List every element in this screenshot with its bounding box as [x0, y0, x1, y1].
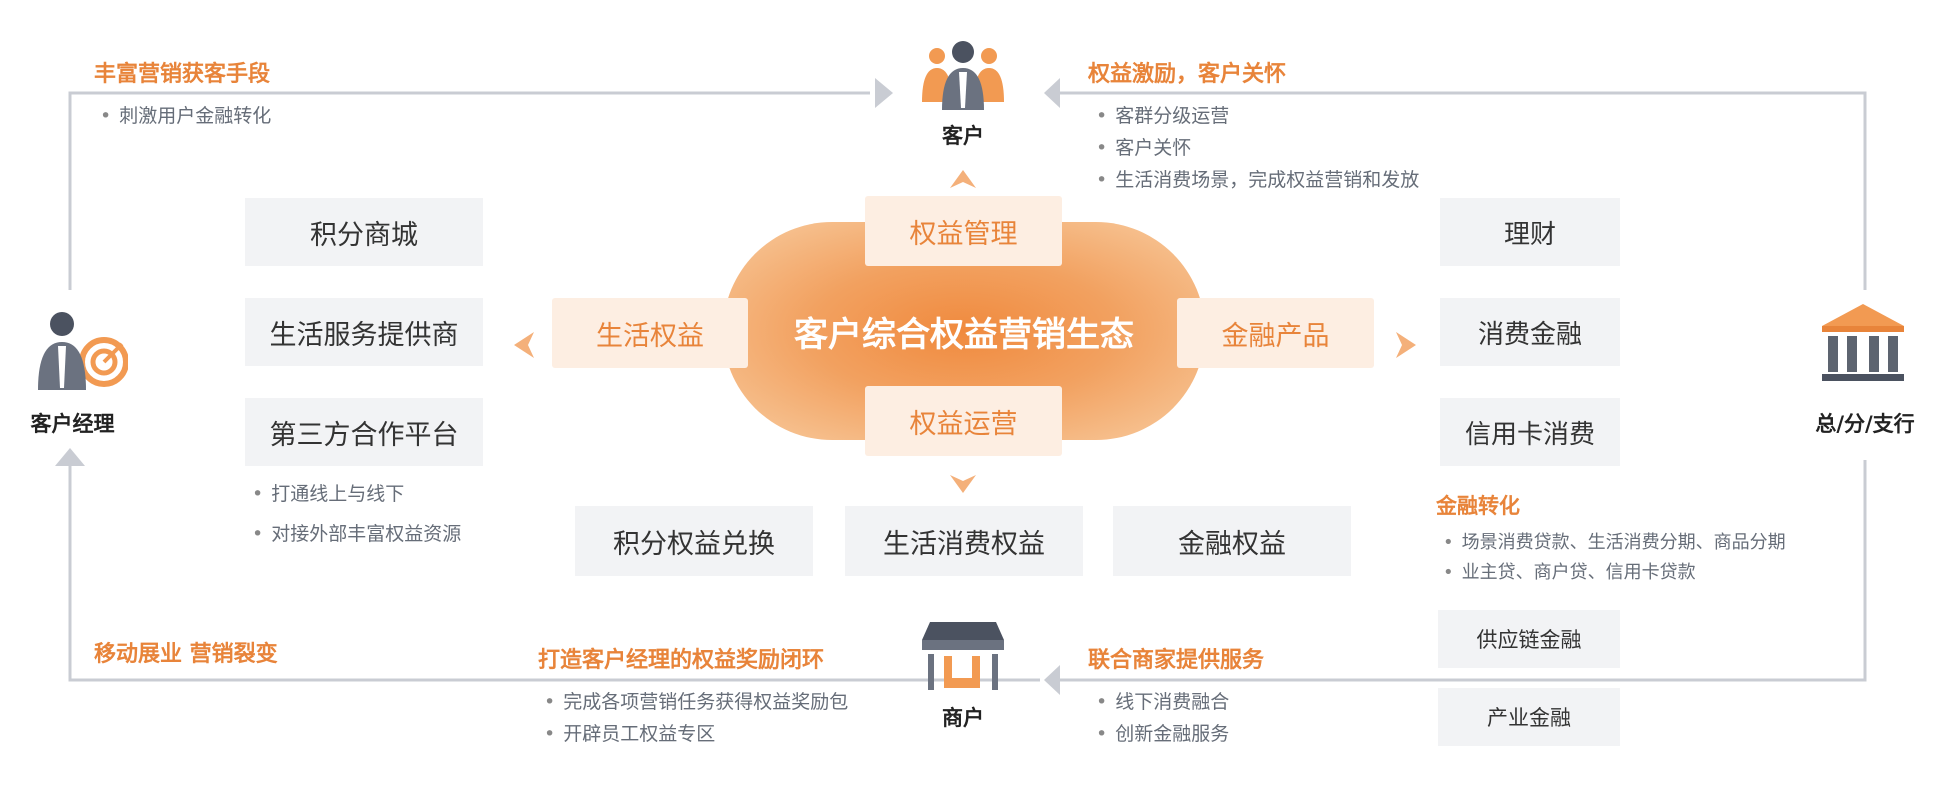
top-right-bullet: 生活消费场景，完成权益营销和发放: [1096, 164, 1419, 196]
left-box-third-party: 第三方合作平台: [245, 398, 483, 466]
merchant-node: [920, 622, 1006, 692]
top-right-bullet: 客群分级运营: [1096, 100, 1419, 132]
people-group-icon: [922, 41, 1004, 110]
left-box-life-service: 生活服务提供商: [245, 298, 483, 366]
center-title: 客户综合权益营销生态: [794, 314, 1134, 355]
top-right-title: 权益激励，客户关怀: [1088, 62, 1287, 87]
bottom-right-bullets: 线下消费融合 创新金融服务: [1096, 686, 1229, 750]
store-icon: [922, 622, 1004, 690]
bottom-left-title: 移动展业 营销裂变: [94, 642, 278, 667]
finance-transform-bullets: 场景消费贷款、生活消费分期、商品分期 业主贷、商户贷、信用卡贷款: [1443, 528, 1786, 588]
bottom-mid-bullet: 开辟员工权益专区: [544, 718, 848, 750]
bottom-mid-title: 打造客户经理的权益奖励闭环: [538, 648, 825, 673]
left-bullet: 打通线上与线下: [252, 478, 461, 510]
left-bullet: 对接外部丰富权益资源: [252, 518, 461, 550]
manager-node: [32, 310, 129, 392]
merchant-label: 商户: [942, 706, 984, 730]
bottom-right-bullet: 线下消费融合: [1096, 686, 1229, 718]
top-left-bullet: 刺激用户金融转化: [100, 100, 271, 132]
right-box-wealth: 理财: [1440, 198, 1620, 266]
bottom-mid-bullets: 完成各项营销任务获得权益奖励包 开辟员工权益专区: [544, 686, 848, 750]
peach-box-bottom: 权益运营: [865, 386, 1062, 456]
bottom-mid-bullet: 完成各项营销任务获得权益奖励包: [544, 686, 848, 718]
finance-bullet: 场景消费贷款、生活消费分期、商品分期: [1443, 528, 1786, 558]
left-box-points-mall: 积分商城: [245, 198, 483, 266]
right-box-credit-card: 信用卡消费: [1440, 398, 1620, 466]
top-right-bullets: 客群分级运营 客户关怀 生活消费场景，完成权益营销和发放: [1096, 100, 1419, 196]
manager-label: 客户经理: [30, 412, 115, 436]
right-box-industry-finance: 产业金融: [1438, 688, 1620, 746]
top-right-bullet: 客户关怀: [1096, 132, 1419, 164]
peach-box-top: 权益管理: [865, 196, 1062, 266]
manager-target-icon: [38, 312, 129, 390]
right-box-supply-chain: 供应链金融: [1438, 610, 1620, 668]
bottom-right-title: 联合商家提供服务: [1088, 648, 1265, 673]
bank-icon: [1822, 304, 1904, 381]
finance-transform-title: 金融转化: [1436, 494, 1520, 518]
bottom-box-life-consumption: 生活消费权益: [845, 506, 1083, 576]
top-left-title: 丰富营销获客手段: [94, 62, 271, 87]
bank-node: [1820, 302, 1906, 386]
customer-node: [918, 38, 1008, 110]
bottom-right-bullet: 创新金融服务: [1096, 718, 1229, 750]
left-bullets: 打通线上与线下 对接外部丰富权益资源: [252, 478, 461, 550]
bank-label: 总/分/支行: [1815, 412, 1915, 436]
peach-box-right: 金融产品: [1177, 298, 1374, 368]
finance-bullet: 业主贷、商户贷、信用卡贷款: [1443, 558, 1786, 588]
peach-box-left: 生活权益: [552, 298, 748, 368]
right-box-consumer-finance: 消费金融: [1440, 298, 1620, 366]
customer-label: 客户: [942, 124, 984, 148]
bottom-box-finance-rights: 金融权益: [1113, 506, 1351, 576]
bottom-box-points-exchange: 积分权益兑换: [575, 506, 813, 576]
